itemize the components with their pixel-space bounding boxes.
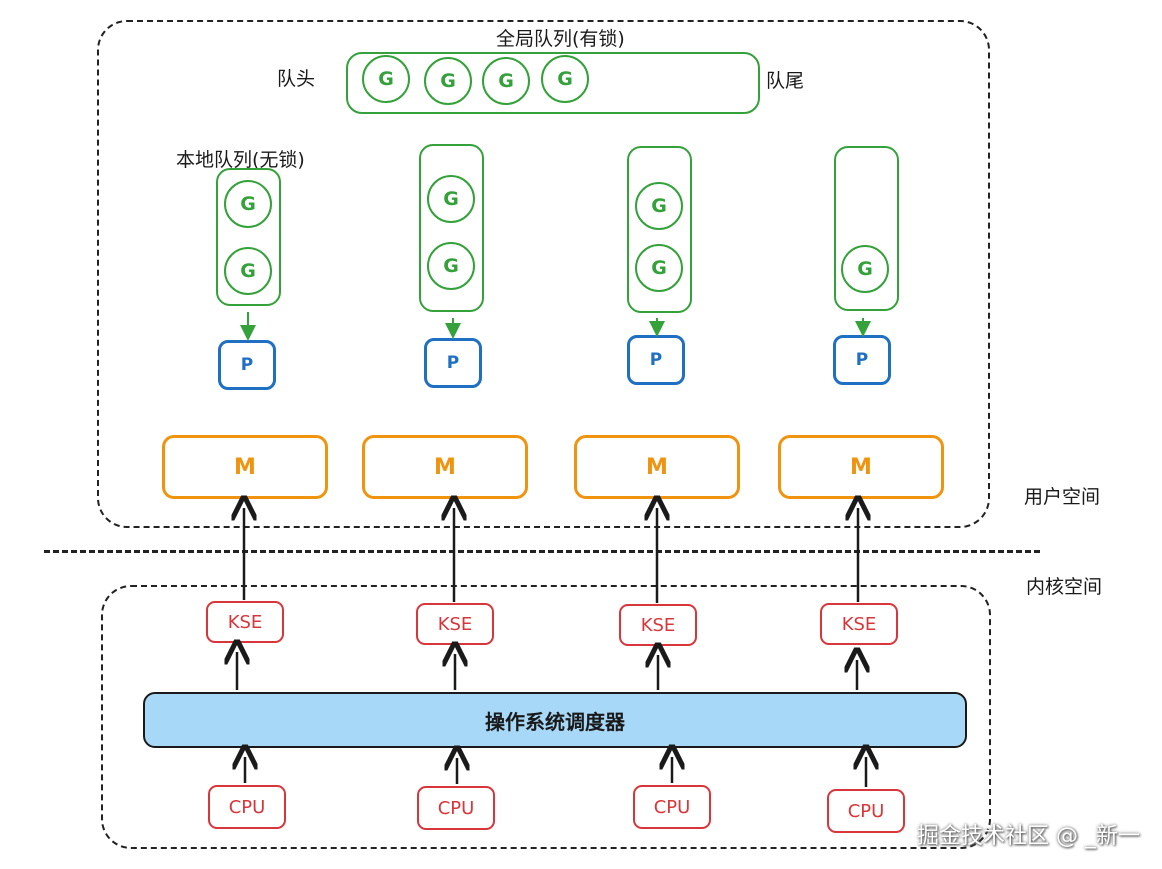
user-kernel-divider [44, 550, 1040, 553]
global-goroutine: G [482, 57, 530, 105]
queue-head-label: 队头 [277, 68, 316, 90]
local-goroutine: G [224, 180, 272, 228]
kse-4: KSE [820, 603, 898, 645]
user-space-zone [97, 20, 990, 528]
local-queue-2 [419, 144, 484, 312]
local-queue-1 [216, 168, 281, 306]
cpu-1: CPU [208, 785, 286, 829]
global-goroutine: G [424, 57, 472, 105]
local-queue-3 [627, 146, 692, 313]
global-goroutine: G [362, 55, 410, 103]
os-scheduler: 操作系统调度器 [143, 692, 967, 748]
queue-tail-label: 队尾 [766, 70, 805, 92]
local-goroutine: G [841, 245, 889, 293]
local-goroutine: G [427, 175, 475, 223]
global-queue-label: 全局队列(有锁) [496, 28, 625, 50]
cpu-2: CPU [417, 786, 495, 830]
processor-1: P [218, 340, 276, 390]
global-queue [346, 52, 760, 114]
local-queue-label: 本地队列(无锁) [176, 149, 305, 171]
local-goroutine: G [635, 244, 683, 292]
local-goroutine: G [635, 182, 683, 230]
processor-2: P [424, 338, 482, 388]
global-goroutine: G [541, 55, 589, 103]
local-goroutine: G [427, 242, 475, 290]
kernel-space-label: 内核空间 [1026, 576, 1103, 598]
cpu-3: CPU [633, 785, 711, 829]
user-space-label: 用户空间 [1024, 486, 1101, 508]
cpu-4: CPU [827, 789, 905, 833]
watermark: 掘金技术社区 @ _新一 [917, 824, 1140, 849]
local-goroutine: G [224, 247, 272, 295]
local-queue-4 [834, 146, 899, 311]
kernel-space-zone [101, 585, 991, 849]
